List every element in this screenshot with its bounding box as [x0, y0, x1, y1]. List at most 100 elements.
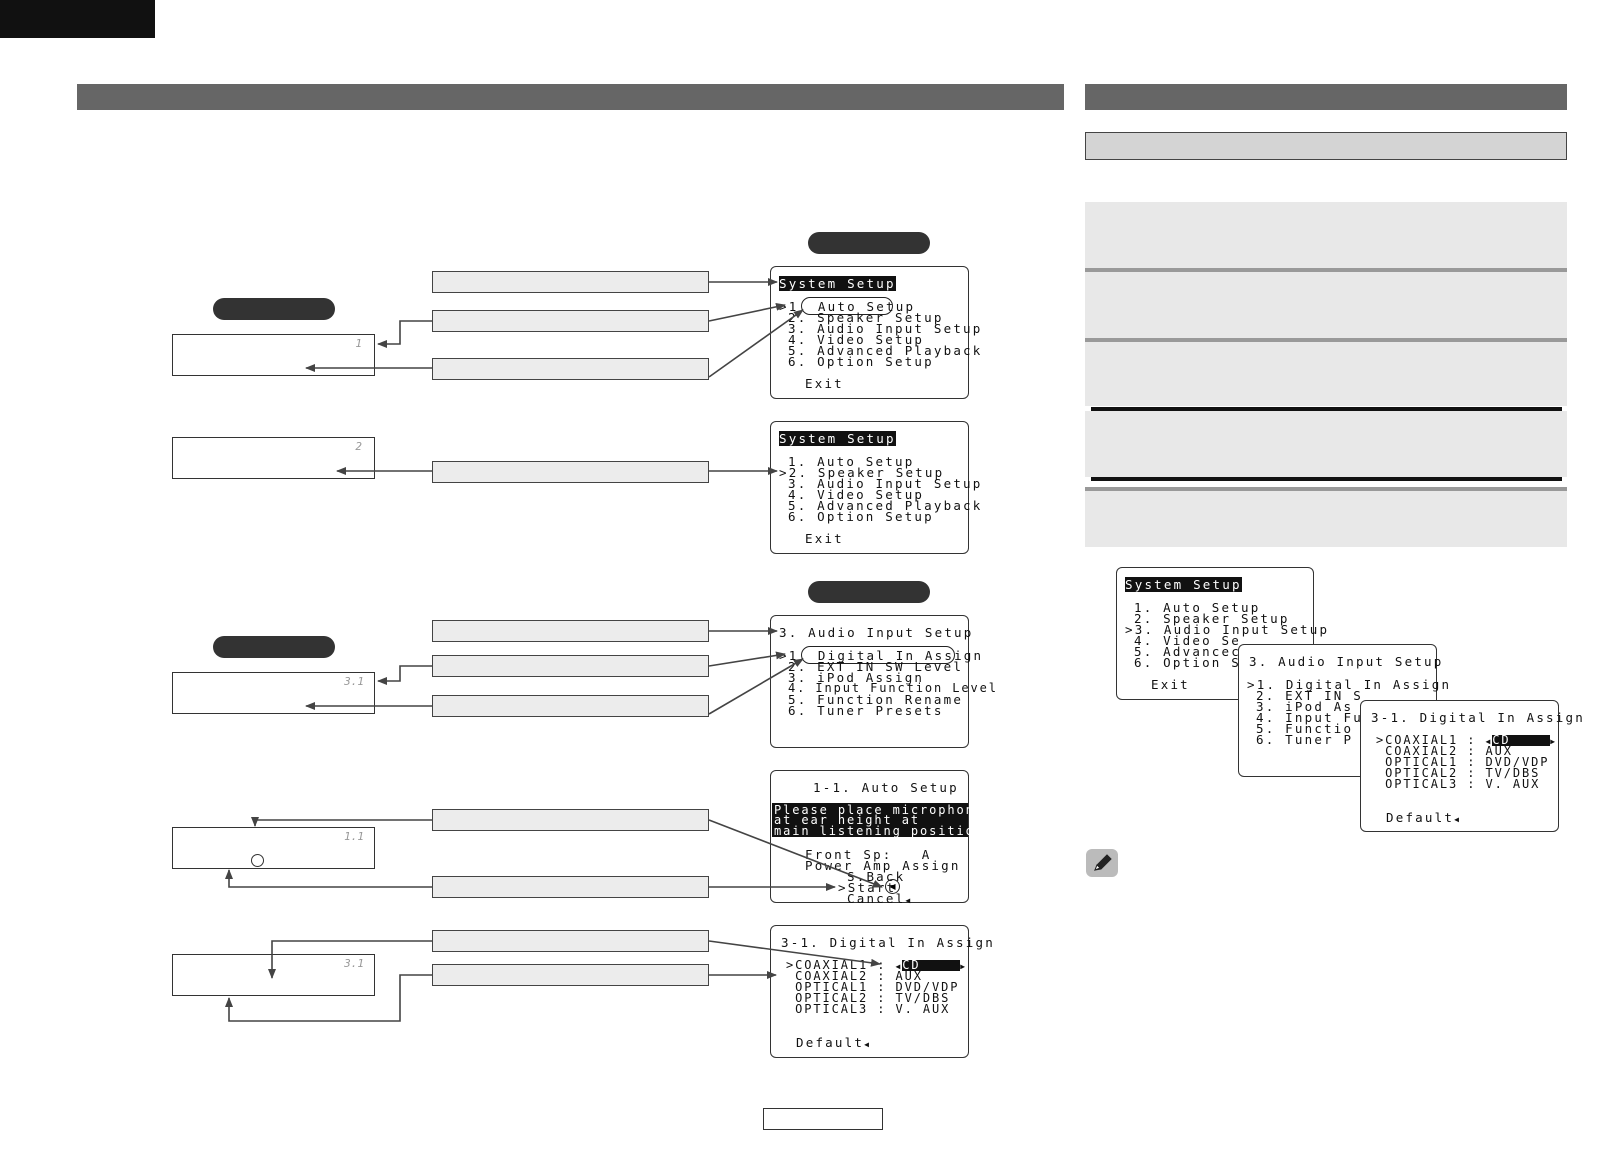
- circle-icon: [251, 854, 264, 867]
- osd-row: OPTICAL3 : V. AUX: [1376, 777, 1541, 791]
- osd-row: 4. Video Se: [1134, 633, 1241, 648]
- left-arrow-icon: ◀: [864, 1040, 872, 1049]
- osd-row: 3. Audio Input Setup: [788, 476, 983, 491]
- osd-system-setup-1: System Setup >1. Auto Setup 2. Speaker S…: [770, 266, 980, 399]
- display-indicator: 1.1: [344, 830, 364, 843]
- instruction-box: [432, 964, 709, 986]
- instruction-box: [432, 310, 709, 332]
- instruction-box: [432, 655, 709, 677]
- display-indicator: 3.1: [344, 675, 364, 688]
- osd-stack-digital-in-assign: 3-1. Digital In Assign >COAXIAL1 : ◀CD▶ …: [1360, 700, 1583, 832]
- step-row-2: [1085, 272, 1567, 338]
- osd-title: 3. Audio Input Setup: [1249, 654, 1444, 669]
- step-row-4: [1085, 491, 1567, 547]
- osd-row: OPTICAL2 : TV/DBS: [1376, 766, 1541, 780]
- front-display: 3.1: [172, 672, 375, 714]
- osd-row: Front Sp: A: [805, 847, 932, 862]
- step-note-top-rule: [1091, 407, 1562, 411]
- osd-row: Cancel◀: [847, 891, 913, 906]
- osd-row: 1. Auto Setup: [788, 454, 915, 469]
- label-pill: [808, 232, 930, 254]
- osd-row: 2. EXT IN S: [1256, 688, 1363, 703]
- osd-row: >3. Audio Input Setup: [1125, 622, 1330, 637]
- osd-row: >1. Digital In Assign: [1247, 677, 1452, 692]
- osd-row: 3. Audio Input Setup: [788, 321, 983, 336]
- instruction-box: [432, 271, 709, 293]
- instruction-box: [432, 930, 709, 952]
- osd-exit: Exit: [805, 376, 844, 391]
- instruction-box: [432, 461, 709, 483]
- left-arrow-icon: ◀: [895, 962, 903, 971]
- osd-title: System Setup: [779, 276, 896, 291]
- osd-row: OPTICAL1 : DVD/VDP: [1376, 755, 1550, 769]
- right-section-header: [1085, 84, 1567, 110]
- display-indicator: 1: [355, 337, 362, 350]
- osd-exit: Exit: [805, 531, 844, 546]
- osd-row: 6. Option Setup: [788, 509, 934, 524]
- left-arrow-icon: ◀: [1454, 815, 1462, 824]
- step-row-3: [1085, 342, 1567, 406]
- left-arrow-icon: ◀: [905, 896, 913, 905]
- osd-exit: Exit: [1151, 677, 1190, 692]
- right-arrow-icon: ▶: [1550, 737, 1557, 746]
- osd-message-line: Please place microphone: [774, 803, 984, 817]
- osd-title: 1-1. Auto Setup: [813, 780, 959, 795]
- step-divider: [1085, 268, 1567, 272]
- osd-title: 3. Audio Input Setup: [779, 625, 974, 640]
- instruction-box: [432, 876, 709, 898]
- osd-title: System Setup: [779, 431, 896, 446]
- step-note: [1085, 411, 1567, 477]
- osd-row: 4. Input Function Level: [788, 681, 998, 695]
- osd-row: 4. Input Fu: [1256, 710, 1363, 725]
- left-section-header: [77, 84, 1064, 110]
- osd-row: 1. Auto Setup: [1134, 600, 1261, 615]
- top-tab: [0, 0, 155, 38]
- osd-message-line: main listening position: [774, 824, 984, 838]
- osd-row: OPTICAL1 : DVD/VDP: [786, 980, 960, 994]
- instruction-box: [432, 809, 709, 831]
- front-display: 1.1: [172, 827, 375, 869]
- pencil-icon: [1086, 849, 1118, 877]
- osd-row: Default◀: [796, 1035, 872, 1050]
- osd-row: COAXIAL2 : AUX: [786, 969, 923, 983]
- right-subheader: [1085, 132, 1567, 160]
- page-number-box: [763, 1108, 883, 1130]
- instruction-box: [432, 358, 709, 380]
- step-divider: [1085, 487, 1567, 491]
- highlight-oval: [801, 297, 893, 315]
- osd-row: 4. Video Setup: [788, 332, 925, 347]
- osd-message-line: at ear height at: [774, 813, 920, 827]
- osd-row: >COAXIAL1 : ◀CD▶: [1376, 733, 1557, 747]
- instruction-box: [432, 695, 709, 717]
- osd-row: OPTICAL3 : V. AUX: [786, 1002, 951, 1016]
- step-divider: [1085, 338, 1567, 342]
- front-display: 1: [172, 334, 375, 376]
- osd-row: 5. Functio: [1256, 721, 1354, 736]
- label-pill: [213, 636, 335, 658]
- osd-row: 5. Advanced Playback: [788, 343, 983, 358]
- step-row-1: [1085, 202, 1567, 268]
- osd-row: Default◀: [1386, 810, 1462, 825]
- osd-title: 3-1. Digital In Assign: [1371, 710, 1585, 725]
- osd-row: 4. Video Setup: [788, 487, 925, 502]
- osd-row: 5. Advanced Playback: [788, 498, 983, 513]
- osd-title: System Setup: [1125, 577, 1242, 592]
- osd-message: [772, 803, 968, 837]
- osd-row: 6. Option S: [1134, 655, 1241, 670]
- osd-row: 5. Advancec: [1134, 644, 1241, 659]
- osd-title: 3-1. Digital In Assign: [781, 935, 995, 950]
- osd-row: 5. Function Rename: [788, 692, 964, 707]
- osd-row: 3. iPod As: [1256, 699, 1354, 714]
- osd-row: >2. Speaker Setup: [779, 465, 945, 480]
- osd-row: COAXIAL2 : AUX: [1376, 744, 1513, 758]
- select-arrow-icon: ◀: [885, 879, 900, 894]
- front-display: 3.1: [172, 954, 375, 996]
- display-indicator: 2: [355, 440, 362, 453]
- osd-system-setup-2: System Setup 1. Auto Setup >2. Speaker S…: [770, 421, 980, 554]
- label-pill: [808, 581, 930, 603]
- instruction-box: [432, 620, 709, 642]
- display-indicator: 3.1: [344, 957, 364, 970]
- highlight-oval: [801, 646, 955, 664]
- osd-row: 6. Tuner Presets: [788, 703, 944, 718]
